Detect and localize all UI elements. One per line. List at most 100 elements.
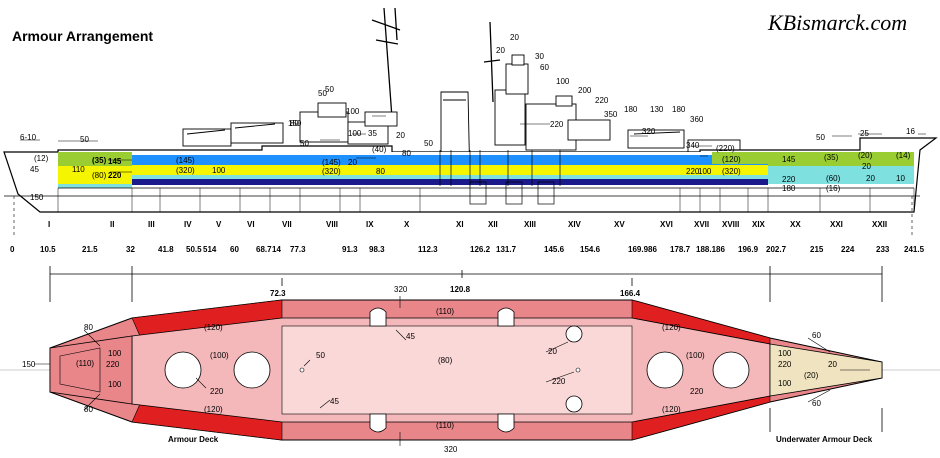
profile-label: (35) — [824, 153, 839, 162]
profile-label: 360 — [690, 115, 704, 124]
frame-number: 154.6 — [580, 245, 601, 254]
armour-deck-caption: Armour Deck — [168, 435, 219, 444]
frame-number: 41.8 — [158, 245, 174, 254]
compartment-label: I — [48, 220, 50, 229]
profile-label: 180 — [672, 105, 686, 114]
profile-label: 50 — [80, 135, 89, 144]
deck-label: 60 — [812, 399, 821, 408]
frame-number: 10.5 — [40, 245, 56, 254]
profile-label: 80 — [290, 119, 299, 128]
compartment-label: XIX — [752, 220, 766, 229]
profile-label: (145) — [322, 158, 341, 167]
profile-label: (12) — [34, 154, 49, 163]
profile-label: 20 — [866, 174, 875, 183]
compartment-label: IV — [184, 220, 192, 229]
deck-label: 45 — [330, 397, 339, 406]
deck-label: 20 — [828, 360, 837, 369]
deck-bow-inner — [59, 347, 101, 393]
profile-label: 50 — [300, 139, 309, 148]
frame-number: 215 — [810, 245, 824, 254]
profile-label: 350 — [604, 110, 618, 119]
compartment-label: VII — [282, 220, 292, 229]
deck-leaders — [34, 296, 831, 446]
profile-leaders — [20, 115, 926, 173]
compartment-label: XII — [488, 220, 498, 229]
compartment-label: XIV — [568, 220, 582, 229]
frame-number: 68.7 — [256, 245, 272, 254]
deck-label: 320 — [444, 445, 458, 454]
profile-label: (320) — [322, 167, 341, 176]
deck-label: 220 — [210, 387, 224, 396]
profile-label: 110 — [72, 165, 85, 174]
vent-hole — [299, 367, 305, 373]
profile-label: (320) — [176, 166, 195, 175]
compartment-label: XX — [790, 220, 801, 229]
frame-number: 0 — [10, 245, 15, 254]
frame-number: 233 — [876, 245, 890, 254]
deck-label: 220 — [778, 360, 792, 369]
deck-label: 100 — [108, 380, 122, 389]
deck-stern-end — [769, 343, 883, 397]
profile-label: 220 — [550, 120, 564, 129]
profile-label: 200 — [578, 86, 592, 95]
profile-label: 20 — [510, 33, 519, 42]
frame-number: 21.5 — [82, 245, 98, 254]
frame-number: 241.5 — [904, 245, 925, 254]
profile-label: 180 — [624, 105, 638, 114]
frame-number: 50.5 — [186, 245, 202, 254]
armour-deck-plan: 80 150 (110) 100 220 100 80 (120) (120) … — [0, 285, 940, 454]
profile-label: (14) — [896, 151, 911, 160]
profile-label: 20 — [496, 46, 505, 55]
deck-label: (100) — [686, 351, 705, 360]
frame-number: 169.986 — [628, 245, 657, 254]
profile-label: 145 — [782, 155, 796, 164]
frame-row: 0 10.5 21.5 32 41.8 50.5 514 60 68.7 14 … — [10, 245, 925, 254]
profile-label: 100 — [556, 77, 570, 86]
profile-label: (35) — [92, 156, 107, 165]
compartment-label: XVII — [694, 220, 709, 229]
profile-label: 20 — [348, 158, 357, 167]
deck-label: 80 — [84, 405, 93, 414]
profile-label: 50 — [318, 89, 327, 98]
profile-label: 180 — [782, 184, 796, 193]
profile-label: 320 — [642, 127, 656, 136]
hatch — [565, 395, 583, 413]
deck-label: 220 — [690, 387, 704, 396]
deck-label: (110) — [436, 307, 454, 316]
profile-label: 145 — [108, 157, 122, 166]
profile-label: 80 — [402, 149, 411, 158]
profile-label: (320) — [722, 167, 741, 176]
armour-bands — [58, 152, 914, 188]
underwater-deck-caption: Underwater Armour Deck — [776, 435, 873, 444]
profile-label: (16) — [826, 184, 841, 193]
frame-number: 14 — [272, 245, 281, 254]
compartment-label: XVI — [660, 220, 673, 229]
profile-label: 50 — [325, 85, 334, 94]
dimension-label: 120.8 — [450, 285, 471, 294]
profile-label: 100 — [698, 167, 712, 176]
profile-label: 130 — [650, 105, 664, 114]
profile-label: 60 — [540, 63, 549, 72]
deck-label: 100 — [778, 379, 792, 388]
frame-number: 131.7 — [496, 245, 517, 254]
frame-number: 202.7 — [766, 245, 787, 254]
dimension-label: 166.4 — [620, 289, 641, 298]
diagram-title: Armour Arrangement — [12, 28, 153, 44]
profile-label: 220 — [108, 171, 122, 180]
compartment-label: XVIII — [722, 220, 739, 229]
deck-label: 320 — [394, 285, 408, 294]
profile-label: 150 — [30, 193, 44, 202]
profile-label: (120) — [722, 155, 741, 164]
profile-label: 45 — [30, 165, 39, 174]
deck-label: (120) — [662, 405, 681, 414]
dimension-lines — [49, 266, 883, 302]
compartment-label: IX — [366, 220, 374, 229]
compartment-label: XXII — [872, 220, 887, 229]
profile-label: 220 — [686, 167, 700, 176]
frame-number: 60 — [230, 245, 239, 254]
deck-label: 150 — [22, 360, 36, 369]
profile-label: (80) — [92, 171, 107, 180]
deck-label: 50 — [316, 351, 325, 360]
profile-label: 25 — [860, 129, 869, 138]
